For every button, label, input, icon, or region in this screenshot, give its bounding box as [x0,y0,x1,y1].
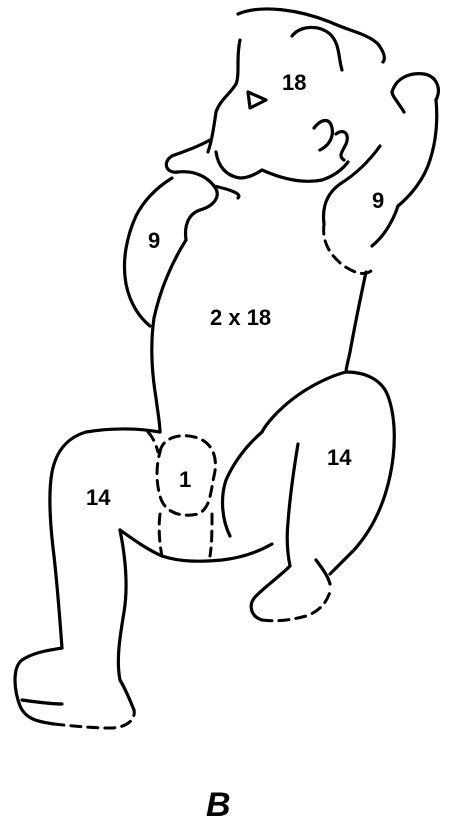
left-arm-outline [324,74,439,274]
left-leg-percentage-label: 14 [327,447,351,469]
genital-region-outline [148,432,215,556]
right-leg-percentage-label: 14 [86,487,110,509]
left-arm-percentage-label: 9 [372,190,384,212]
head-outline [208,9,384,181]
genitalia-percentage-label: 1 [179,469,191,491]
panel-label: B [206,788,231,822]
right-arm-percentage-label: 9 [148,230,160,252]
trunk-percentage-label: 2 x 18 [210,307,271,329]
head-percentage-label: 18 [282,72,306,94]
left-leg-outline [223,372,395,621]
right-leg-outline [15,429,272,728]
trunk-outline [152,240,366,432]
